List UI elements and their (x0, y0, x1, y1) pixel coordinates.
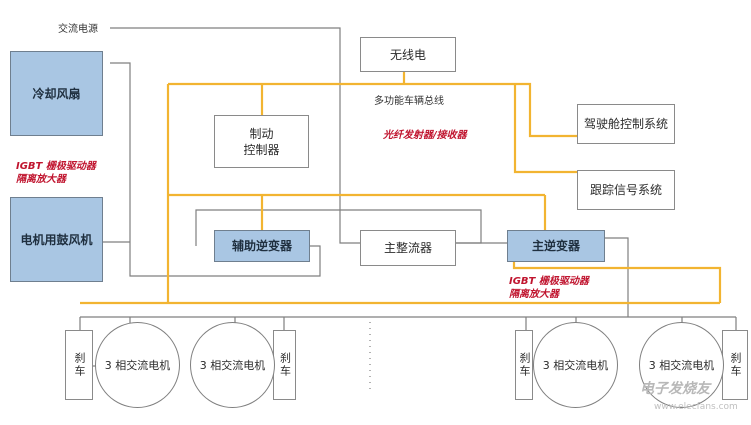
watermark-text: 电子发烧友 (640, 381, 710, 397)
tracking-signal-box: 跟踪信号系统 (577, 170, 675, 210)
brake-box-3: 刹车 (515, 330, 533, 400)
cooling-fan-box: 冷却风扇 (10, 51, 103, 136)
ac-motor-2: 3 相交流电机 (190, 322, 275, 408)
ac-power-label: 交流电源 (58, 24, 98, 35)
cab-control-box: 驾驶舱控制系统 (577, 104, 675, 144)
aux-inverter-box: 辅助逆变器 (214, 230, 310, 262)
igbt-left-label-2: 隔离放大器 (16, 174, 66, 185)
main-inverter-box: 主逆变器 (507, 230, 605, 262)
igbt-left-label-1: IGBT 栅极驱动器 (16, 161, 96, 172)
ac-motor-3: 3 相交流电机 (533, 322, 618, 408)
brake-box-2: 刹车 (273, 330, 296, 400)
vehicle-bus-lines (80, 72, 722, 305)
watermark-url: www.elecfans.com (654, 402, 738, 412)
main-rectifier-box: 主整流器 (360, 230, 456, 266)
brake-box-4: 刹车 (722, 330, 748, 400)
ac-motor-4: 3 相交流电机 (639, 322, 724, 408)
igbt-right-label-1: IGBT 栅极驱动器 (509, 276, 589, 287)
radio-box: 无线电 (360, 37, 456, 72)
motor-blower-box: 电机用鼓风机 (10, 197, 103, 282)
power-wires (79, 27, 737, 392)
fiber-label: 光纤发射器/接收器 (383, 130, 467, 141)
brake-box-1: 刹车 (65, 330, 93, 400)
ac-motor-1: 3 相交流电机 (95, 322, 180, 408)
bus-label: 多功能车辆总线 (374, 96, 444, 107)
igbt-right-label-2: 隔离放大器 (509, 289, 559, 300)
brake-controller-box: 制动 控制器 (214, 115, 309, 168)
